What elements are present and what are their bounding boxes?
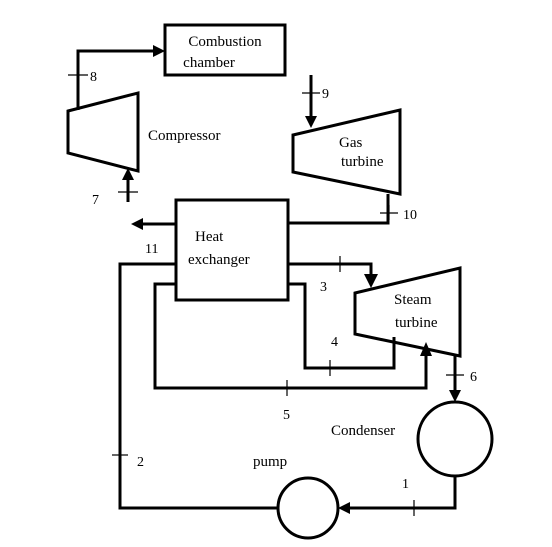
- line-2: [118, 262, 278, 510]
- state-label-7: 7: [92, 193, 99, 208]
- arrowhead-6: [449, 390, 461, 402]
- state-label-10: 10: [403, 208, 417, 223]
- arrowhead-1: [338, 502, 350, 514]
- state-label-11: 11: [145, 242, 158, 257]
- pump: [276, 476, 340, 540]
- steam-turbine-label-1: Steam: [394, 292, 432, 308]
- line-3: [288, 262, 373, 276]
- heat-exchanger: [174, 198, 290, 302]
- state-label-6: 6: [470, 370, 477, 385]
- line-5: [153, 282, 428, 390]
- state-label-4: 4: [331, 335, 338, 350]
- line-10: [288, 194, 390, 225]
- line-8: [76, 49, 155, 110]
- arrowhead-3: [364, 274, 378, 288]
- condenser-label: Condenser: [331, 423, 395, 439]
- pump-label: pump: [253, 454, 287, 470]
- arrowhead-5: [420, 342, 432, 356]
- state-label-3: 3: [320, 280, 327, 295]
- combustion-label-1: Combustion: [188, 34, 262, 50]
- state-label-5: 5: [283, 408, 290, 423]
- state-label-8: 8: [90, 70, 97, 85]
- compressor-label: Compressor: [148, 128, 221, 144]
- arrowhead-11: [131, 218, 143, 230]
- combustion-chamber: [163, 23, 287, 77]
- combustion-label-2: chamber: [183, 55, 235, 71]
- arrowhead-8: [153, 45, 165, 57]
- state-label-1: 1: [402, 477, 409, 492]
- line-1: [350, 476, 457, 510]
- state-label-2: 2: [137, 455, 144, 470]
- gas-turbine: [291, 108, 402, 196]
- gas-turbine-label-2: turbine: [341, 154, 384, 170]
- state-label-9: 9: [322, 87, 329, 102]
- steam-turbine: [353, 266, 462, 358]
- compressor: [66, 91, 140, 173]
- line-4: [288, 282, 396, 370]
- steam-turbine-label-2: turbine: [395, 315, 438, 331]
- condenser: [416, 400, 494, 478]
- arrowhead-9: [305, 116, 317, 128]
- arrowhead-7: [122, 168, 134, 180]
- heat-exchanger-label-1: Heat: [195, 229, 224, 245]
- gas-turbine-label-1: Gas: [339, 135, 362, 151]
- heat-exchanger-label-2: exchanger: [188, 252, 250, 268]
